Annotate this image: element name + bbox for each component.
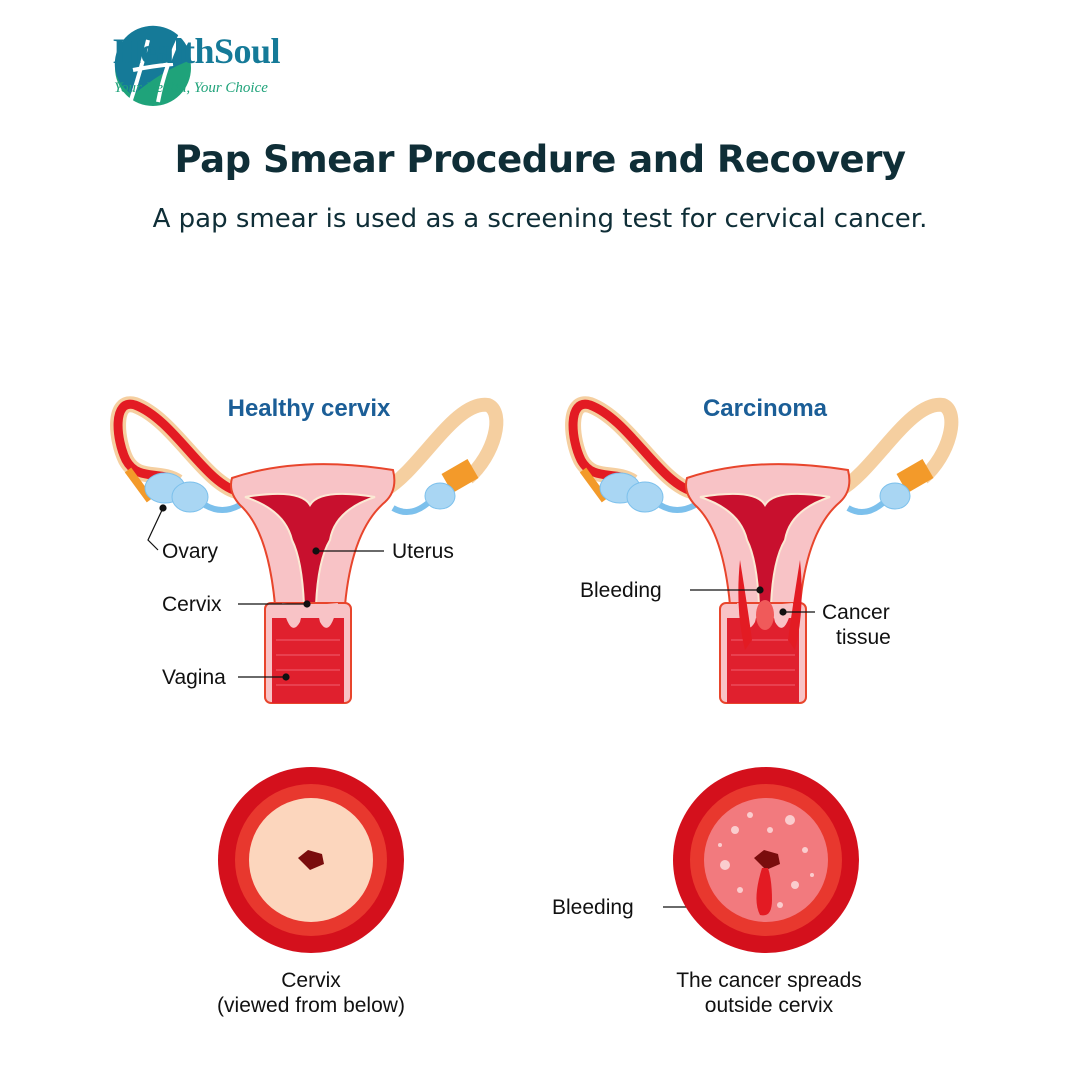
- healthy-caption-line2: (viewed from below): [217, 994, 405, 1017]
- label-bleeding-bottom: Bleeding: [552, 896, 634, 919]
- label-vagina: Vagina: [162, 666, 226, 689]
- carcinoma-caption-line1: The cancer spreads: [676, 969, 862, 992]
- page-title: Pap Smear Procedure and Recovery: [174, 138, 906, 181]
- label-ovary: Ovary: [162, 540, 219, 563]
- healthy-cervix-below-view: [218, 767, 404, 953]
- carcinoma-caption-line2: outside cervix: [705, 994, 834, 1017]
- label-bleeding: Bleeding: [580, 579, 662, 602]
- label-cancer-line2: tissue: [836, 626, 891, 649]
- page-subtitle: A pap smear is used as a screening test …: [152, 204, 928, 234]
- label-uterus: Uterus: [392, 540, 454, 563]
- label-cancer-line1: Cancer: [822, 601, 890, 624]
- healthy-cervix-heading: Healthy cervix: [228, 395, 391, 422]
- carcinoma-heading: Carcinoma: [703, 395, 828, 422]
- carcinoma-cervix-below-view: [673, 767, 859, 953]
- healthsoul-logo-mark: [114, 25, 191, 106]
- label-cervix: Cervix: [162, 593, 222, 616]
- healthy-leader-lines: [147, 504, 384, 681]
- brand-name: HealthSoul: [113, 31, 281, 71]
- carcinoma-uterus-illustration: [573, 404, 951, 703]
- healthy-caption-line1: Cervix: [281, 969, 341, 992]
- brand-tagline: Your Health, Your Choice: [114, 80, 268, 96]
- cancer-tissue-marks: [738, 560, 802, 650]
